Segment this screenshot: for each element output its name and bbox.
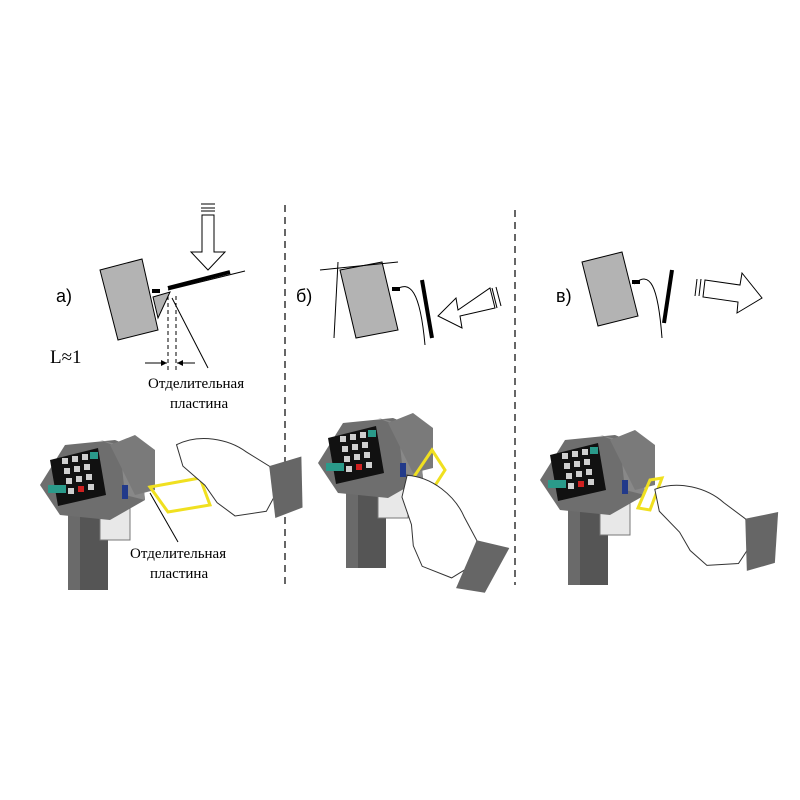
length-label: L≈1 xyxy=(50,347,82,368)
photo-callout-line2: пластина xyxy=(150,566,208,582)
panel-c-label: в) xyxy=(556,286,572,306)
label-strip xyxy=(662,269,674,324)
panel-c: в) xyxy=(539,251,789,586)
panel-b: б) xyxy=(296,261,519,609)
separator-plate xyxy=(152,291,171,320)
label-sheet xyxy=(635,476,665,512)
label-sheet xyxy=(147,476,213,514)
scale-illustration xyxy=(39,434,156,591)
label-strip xyxy=(420,279,434,339)
panel-a-label: а) xyxy=(56,286,72,306)
photo-callout-line1: Отделительная xyxy=(130,546,226,562)
paper-path xyxy=(167,270,246,291)
callout-line1: Отделительная xyxy=(148,376,244,392)
right-arrow-icon xyxy=(694,271,763,314)
panel-b-label: б) xyxy=(296,286,312,306)
down-arrow-icon xyxy=(189,203,227,271)
left-arrow-icon xyxy=(437,286,502,329)
printer-block xyxy=(99,258,159,341)
label-strip xyxy=(167,270,231,290)
callout-line2: пластина xyxy=(170,396,228,412)
panel-a: а) L≈1 Отделительная пластина Отделитель… xyxy=(39,203,313,591)
printer-block xyxy=(581,251,639,327)
hand-illustration xyxy=(638,477,789,583)
printer-block xyxy=(339,261,399,339)
